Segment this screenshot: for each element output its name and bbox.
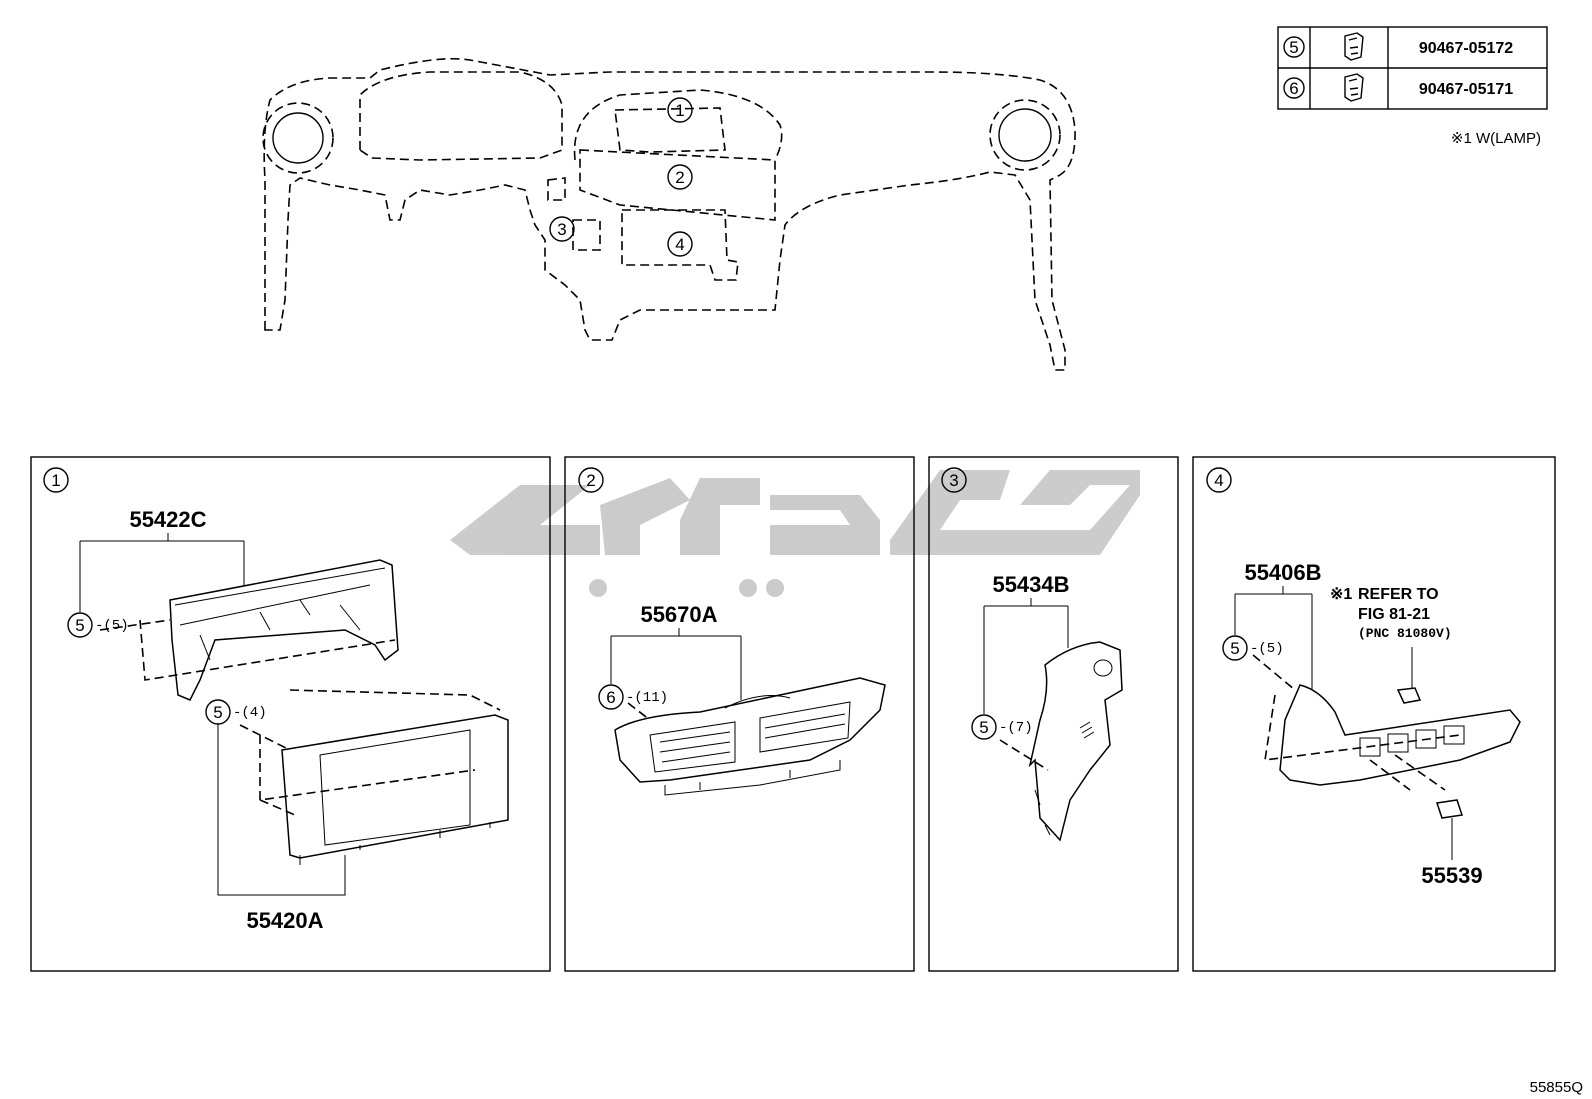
dashboard-overview: 1 2 3 4 xyxy=(262,58,1076,371)
svg-text:1: 1 xyxy=(675,101,684,120)
refer-line-2: FIG 81-21 xyxy=(1358,606,1430,623)
fastener-qty: -(5) xyxy=(95,618,129,634)
fastener-ref: 5 xyxy=(213,703,222,722)
clip-icon xyxy=(1344,32,1364,61)
table-part-no: 90467-05171 xyxy=(1419,81,1513,98)
svg-text:3: 3 xyxy=(557,220,566,239)
fastener-qty: -(4) xyxy=(233,705,267,721)
refer-line-3: (PNC 81080V) xyxy=(1358,626,1452,641)
panel-2: 2 55670A 6 -(11) xyxy=(564,456,915,972)
overview-callout: 4 xyxy=(667,231,693,257)
panel-number: 2 xyxy=(586,471,595,490)
lower-panel-55406B xyxy=(1279,684,1521,786)
svg-text:4: 4 xyxy=(675,235,684,254)
panel-4: 4 55406B 5 -(5) ※1 REFER TO FIG 81-21 (P… xyxy=(1192,456,1556,972)
fastener-ref: 5 xyxy=(75,616,84,635)
part-number: 55422C xyxy=(129,507,206,532)
table-row: 5 90467-05172 xyxy=(1283,32,1513,61)
fastener-ref: 5 xyxy=(979,718,988,737)
fastener-ref: 6 xyxy=(606,688,615,707)
fastener-table: 5 90467-05172 6 90467-05171 ※1 W(LAMP) xyxy=(1277,26,1548,147)
table-ref-5: 5 xyxy=(1289,38,1298,57)
panel-number: 1 xyxy=(51,471,60,490)
part-number: 55670A xyxy=(640,602,717,627)
side-panel-55434B xyxy=(1028,641,1123,842)
fastener-ref: 5 xyxy=(1230,639,1239,658)
clip-icon xyxy=(1344,73,1364,102)
fastener-qty: -(11) xyxy=(626,690,668,706)
table-part-no: 90467-05172 xyxy=(1419,40,1513,57)
switch-55539 xyxy=(1436,799,1463,860)
center-vent-55670A xyxy=(614,677,886,796)
refer-note: ※1 REFER TO FIG 81-21 (PNC 81080V) xyxy=(1330,586,1452,641)
bracket-55422C xyxy=(169,559,399,701)
part-number: 55434B xyxy=(992,572,1069,597)
table-row: 6 90467-05171 xyxy=(1283,73,1513,102)
overview-callout: 1 xyxy=(667,97,693,123)
overview-callout: 3 xyxy=(549,216,575,242)
lamp-note: ※1 W(LAMP) xyxy=(1451,130,1541,147)
fastener-qty: -(7) xyxy=(999,720,1033,736)
refer-line-1: REFER TO xyxy=(1358,586,1439,603)
switch-lamp-icon xyxy=(1396,647,1422,704)
diagram-code: 55855Q xyxy=(1530,1079,1583,1096)
svg-text:2: 2 xyxy=(675,168,684,187)
panel-number: 3 xyxy=(949,471,958,490)
part-number: 55406B xyxy=(1244,560,1321,585)
display-55420A xyxy=(281,714,509,865)
panel-1: 1 55422C 5 -(5) 5 -(4) 55420A xyxy=(30,456,551,972)
overview-callout: 2 xyxy=(667,164,693,190)
panel-number: 4 xyxy=(1214,471,1223,490)
refer-mark: ※1 xyxy=(1330,586,1352,603)
table-ref-6: 6 xyxy=(1289,79,1298,98)
part-number: 55539 xyxy=(1421,863,1482,888)
part-number: 55420A xyxy=(246,908,323,933)
panel-3: 3 55434B 5 -(7) xyxy=(928,456,1179,972)
fastener-qty: -(5) xyxy=(1250,641,1284,657)
